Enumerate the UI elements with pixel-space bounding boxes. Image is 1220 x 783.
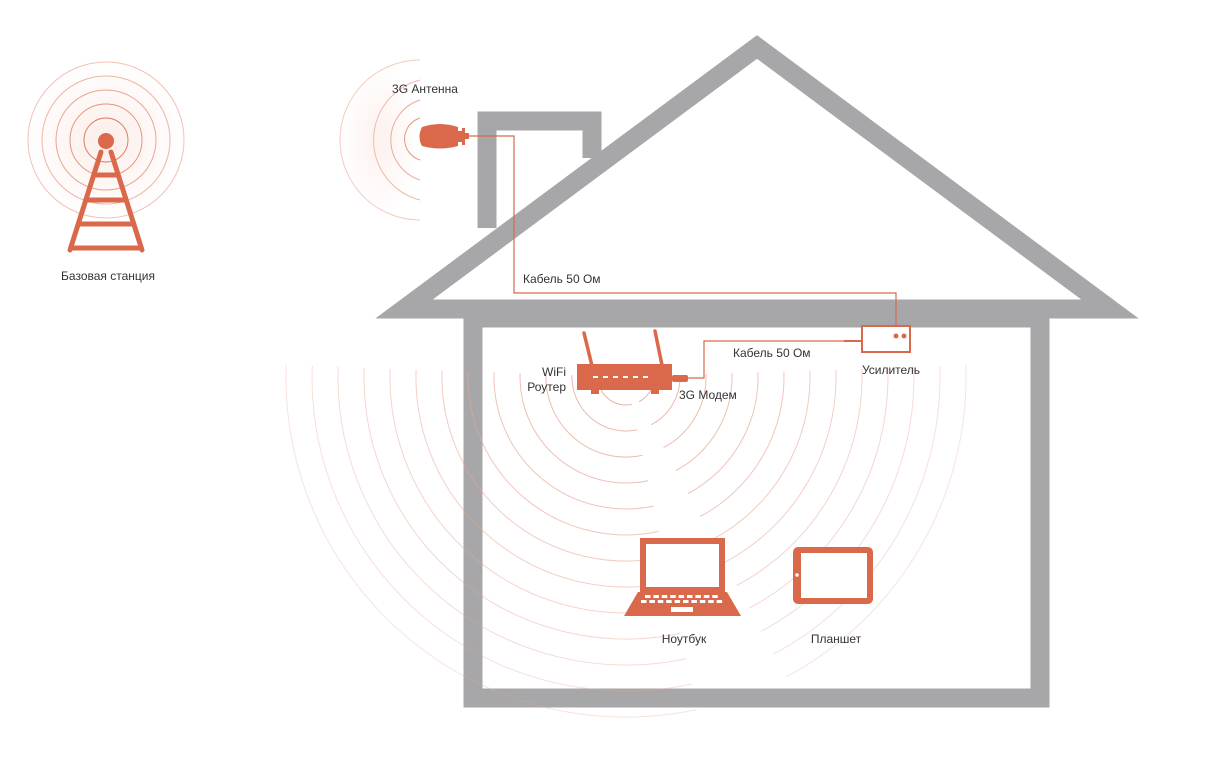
wifi-wave — [493, 372, 654, 510]
wifi-wave — [363, 367, 681, 640]
wifi-wave — [760, 366, 915, 632]
cable-amplifier-modem — [688, 340, 860, 379]
wifi-wave — [571, 375, 638, 432]
wifi-wave — [415, 369, 670, 588]
laptop-key — [670, 595, 676, 598]
wifi-wave — [675, 373, 733, 472]
label-router: WiFi Роутер — [520, 365, 566, 395]
laptop-icon — [624, 538, 741, 616]
laptop-key — [712, 595, 718, 598]
tablet-icon — [793, 547, 873, 604]
cell-tower-icon — [67, 133, 145, 253]
laptop-key — [678, 595, 685, 598]
amplifier-icon — [844, 325, 911, 353]
wifi-wave — [545, 374, 643, 458]
cable-antenna-amplifier — [468, 135, 897, 325]
laptop-key — [657, 600, 664, 603]
cables — [468, 135, 897, 379]
wifi-wave — [337, 366, 687, 666]
laptop-key — [703, 595, 710, 598]
laptop-key — [674, 600, 681, 603]
laptop-key — [649, 600, 655, 603]
laptop-key — [699, 600, 706, 603]
wifi-wave — [285, 365, 697, 718]
label-laptop: Ноутбук — [661, 632, 707, 646]
label-amplifier: Усилитель — [861, 363, 921, 377]
laptop-key — [661, 595, 668, 598]
label-antenna: 3G Антенна — [392, 82, 458, 96]
label-router-line2: Роутер — [527, 380, 566, 394]
laptop-key — [683, 600, 689, 603]
laptop-key — [695, 595, 701, 598]
laptop-key — [653, 595, 659, 598]
wifi-wave — [736, 368, 863, 586]
laptop-key — [716, 600, 723, 603]
wifi-wave — [441, 370, 665, 562]
wifi-wave — [773, 365, 941, 655]
wifi-wave — [699, 371, 785, 517]
label-base-station: Базовая станция — [61, 269, 155, 283]
wifi-wave — [724, 369, 837, 563]
router-icon — [577, 329, 672, 394]
wifi-wave — [687, 372, 759, 494]
router-waves-right — [638, 365, 967, 678]
antenna-icon — [419, 124, 469, 149]
laptop-key — [645, 595, 651, 598]
wifi-wave — [712, 370, 811, 540]
wifi-wave — [748, 367, 889, 609]
wifi-wave — [785, 365, 967, 678]
wifi-wave — [311, 365, 692, 692]
label-cable-top: Кабель 50 Ом — [523, 272, 601, 286]
wifi-wave — [389, 368, 676, 614]
laptop-key — [641, 600, 647, 603]
label-router-line1: WiFi — [542, 365, 566, 379]
laptop-key — [666, 600, 672, 603]
label-modem: 3G Модем — [679, 388, 737, 402]
wifi-wave — [467, 371, 660, 536]
antenna-waves — [339, 59, 421, 221]
laptop-key — [687, 595, 693, 598]
label-tablet: Планшет — [810, 632, 862, 646]
laptop-key — [691, 600, 697, 603]
house — [375, 35, 1139, 708]
modem-icon — [672, 375, 688, 382]
wifi-wave — [519, 373, 649, 484]
label-cable-inner: Кабель 50 Ом — [733, 346, 811, 360]
router-waves — [285, 365, 967, 718]
wifi-wave — [663, 374, 707, 449]
laptop-key — [708, 600, 714, 603]
